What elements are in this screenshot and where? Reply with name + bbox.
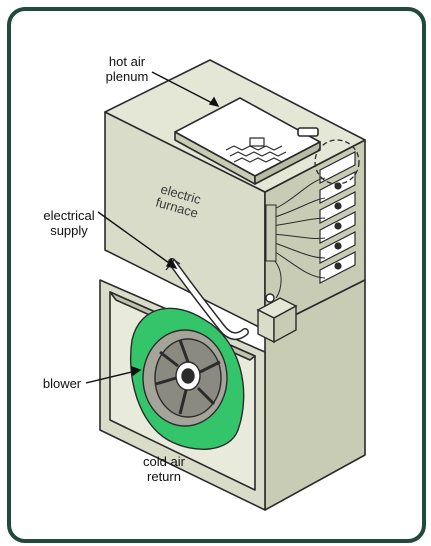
- hot-air-plenum-label: hot air plenum: [92, 54, 162, 84]
- limit-switch-callout: [314, 139, 360, 185]
- cold-air-return-label-line2: return: [147, 469, 181, 484]
- electrical-supply-label: electrical supply: [34, 208, 104, 238]
- blower-label: blower: [38, 376, 86, 391]
- hot-air-plenum-label-line2: plenum: [105, 69, 149, 84]
- cold-air-return-label: cold air return: [126, 454, 202, 484]
- junction-box: [256, 293, 298, 344]
- leader-lines: [85, 71, 220, 384]
- blower-label-text: blower: [42, 376, 82, 391]
- hot-air-plenum-label-line1: hot air: [108, 54, 146, 69]
- wiring: [265, 177, 326, 299]
- blower-assembly: [129, 307, 245, 450]
- top-pipe-stub: [297, 127, 319, 137]
- upper-cabinet: [104, 59, 366, 331]
- electrical-supply-label-line1: electrical: [43, 208, 95, 223]
- cold-air-return-label-line1: cold air: [143, 454, 185, 469]
- heating-coils: [225, 137, 287, 163]
- blower-spokes: [155, 339, 221, 415]
- electrical-supply-label-line2: supply: [50, 223, 88, 238]
